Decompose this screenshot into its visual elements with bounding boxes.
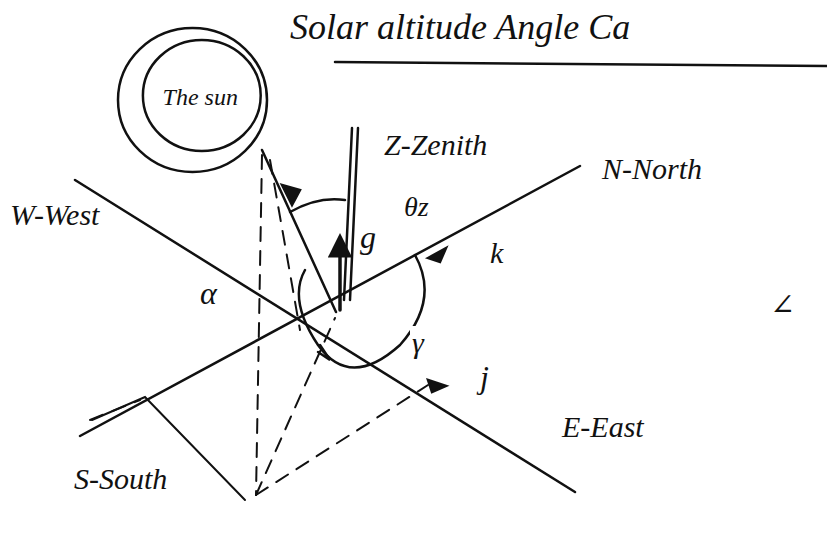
west-east-axis <box>75 180 575 492</box>
vector-g <box>338 238 342 310</box>
diagram-title: Solar altitude Angle Ca <box>288 8 632 48</box>
axis-label: ∠ <box>768 288 797 321</box>
sun-circle: The sun <box>115 25 270 175</box>
axis-label: S-South <box>72 462 169 495</box>
ray-arrowhead <box>282 185 300 205</box>
axis-label: g <box>358 220 378 255</box>
zenith-axis <box>350 128 358 300</box>
projection-line <box>256 385 428 495</box>
axis-label: j <box>478 360 491 395</box>
azimuth-arc <box>299 255 425 368</box>
axis-label: α <box>198 276 219 311</box>
sun-label: The sun <box>163 84 238 110</box>
zenith-angle-arc <box>290 199 345 212</box>
axis-label: θz <box>402 192 431 223</box>
projection-line <box>256 155 262 495</box>
title-underline <box>335 62 827 66</box>
vector-j-head <box>428 380 446 392</box>
axis-label: k <box>488 236 505 269</box>
sun-ring <box>118 28 267 172</box>
node-text-holder: The sun <box>163 84 238 110</box>
vector-k-head <box>428 248 446 262</box>
axis-label: W-West <box>8 198 101 231</box>
projection-line <box>270 160 300 330</box>
axis-label: Z-Zenith <box>382 128 489 161</box>
axis-label: γ <box>410 326 426 359</box>
axis-label: E-East <box>560 410 646 443</box>
sun-ring <box>143 40 261 151</box>
axis-label: N-North <box>600 152 704 185</box>
projection-line <box>256 318 335 495</box>
